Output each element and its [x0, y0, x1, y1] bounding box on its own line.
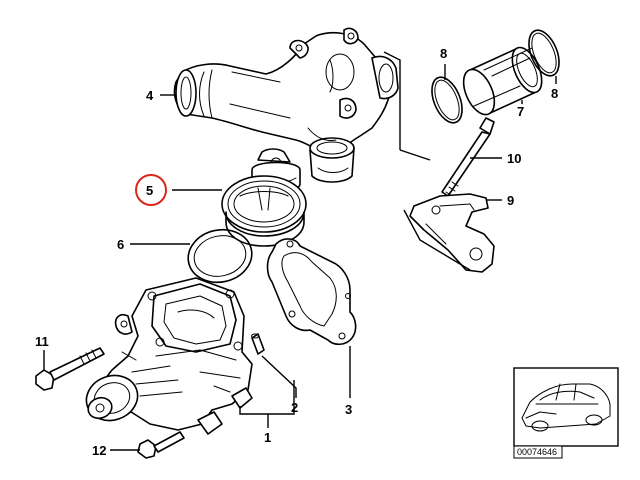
- callout-3: 3: [345, 402, 352, 417]
- callout-8-right: 8: [551, 86, 558, 101]
- water-pump-part[interactable]: [80, 277, 253, 435]
- leader-lines: [43, 51, 557, 451]
- car-silhouette-icon: [521, 383, 611, 432]
- callout-1: 1: [264, 430, 271, 445]
- vehicle-inset: 00074646: [513, 367, 619, 459]
- callout-labels: 4 5 6 8 8 7 10 9 11 12 1 2 3: [35, 46, 558, 458]
- callout-4: 4: [146, 88, 154, 103]
- flat-gasket-part[interactable]: [266, 238, 357, 346]
- bolt-12-part[interactable]: [137, 431, 185, 459]
- callout-11: 11: [35, 334, 49, 349]
- callout-12: 12: [92, 443, 106, 458]
- callout-10: 10: [507, 151, 521, 166]
- gasket-ring-part[interactable]: [183, 224, 256, 288]
- coupling-pipe-part[interactable]: [457, 43, 547, 119]
- callout-6: 6: [117, 237, 124, 252]
- callout-9: 9: [507, 193, 514, 208]
- o-ring-right-part[interactable]: [523, 26, 565, 80]
- highlight-circle: [135, 174, 167, 206]
- reference-code: 00074646: [517, 447, 557, 457]
- callout-7: 7: [517, 104, 524, 119]
- thermostat-housing-part[interactable]: [173, 27, 399, 183]
- dowel-pin-part[interactable]: [251, 333, 265, 355]
- bracket-part[interactable]: [409, 193, 495, 273]
- thermostat-part[interactable]: [221, 148, 307, 247]
- bolt-long-part[interactable]: [441, 117, 495, 197]
- callout-8-left: 8: [440, 46, 447, 61]
- callout-2: 2: [291, 400, 298, 415]
- callout-5: 5: [146, 183, 153, 198]
- o-ring-left-part[interactable]: [426, 73, 468, 127]
